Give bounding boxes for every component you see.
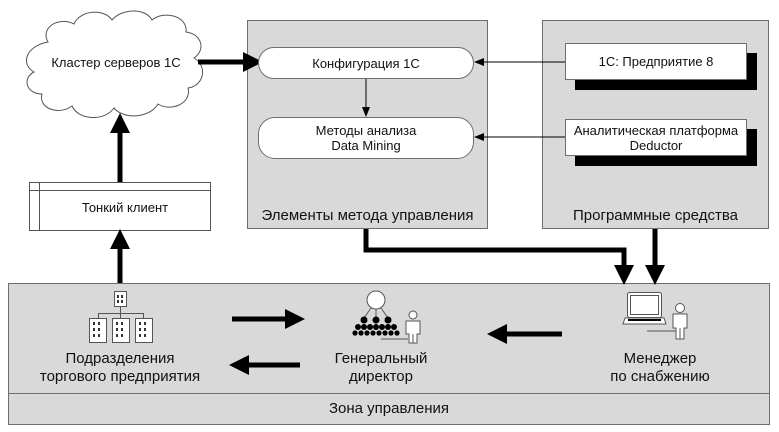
config-1c-label: Конфигурация 1С <box>312 55 420 71</box>
software-panel-title: Программные средства <box>573 207 738 224</box>
data-mining-node: Методы анализа Data Mining <box>258 117 474 159</box>
director-label: Генеральный директор <box>316 350 446 386</box>
data-mining-label-line2: Data Mining <box>331 138 401 153</box>
director-label-line1: Генеральный <box>334 350 428 367</box>
server-cluster-label: Кластер серверов 1С <box>51 55 181 70</box>
deductor-node: Аналитическая платформа Deductor <box>565 119 747 156</box>
deductor-label-line1: Аналитическая платформа <box>573 122 739 138</box>
org-chart-icon <box>89 291 153 343</box>
laptop-person-icon <box>622 292 688 340</box>
arrow-method-to-manager <box>363 229 634 286</box>
hierarchy-person-icon <box>352 290 421 344</box>
enterprise8-label: 1С: Предприятие 8 <box>598 54 714 69</box>
divisions-label: Подразделения торгового предприятия <box>20 350 220 386</box>
control-zone-title: Зона управления <box>328 400 449 417</box>
enterprise8-node: 1С: Предприятие 8 <box>565 43 747 80</box>
director-label-line2: директор <box>349 368 413 385</box>
method-panel-title: Элементы метода управления <box>261 207 474 224</box>
deductor-label-line2: Deductor <box>629 137 683 153</box>
manager-label-line1: Менеджер <box>623 350 697 367</box>
config-1c-node: Конфигурация 1С <box>258 47 474 79</box>
server-cluster-cloud <box>25 10 203 118</box>
divisions-label-line1: Подразделения <box>65 350 175 367</box>
control-zone-divider <box>8 393 770 394</box>
thin-client-label: Тонкий клиент <box>81 200 169 215</box>
manager-label: Менеджер по снабжению <box>590 350 730 386</box>
manager-label-line2: по снабжению <box>610 368 710 385</box>
divisions-label-line2: торгового предприятия <box>39 368 201 385</box>
data-mining-label-line1: Методы анализа <box>315 123 417 138</box>
